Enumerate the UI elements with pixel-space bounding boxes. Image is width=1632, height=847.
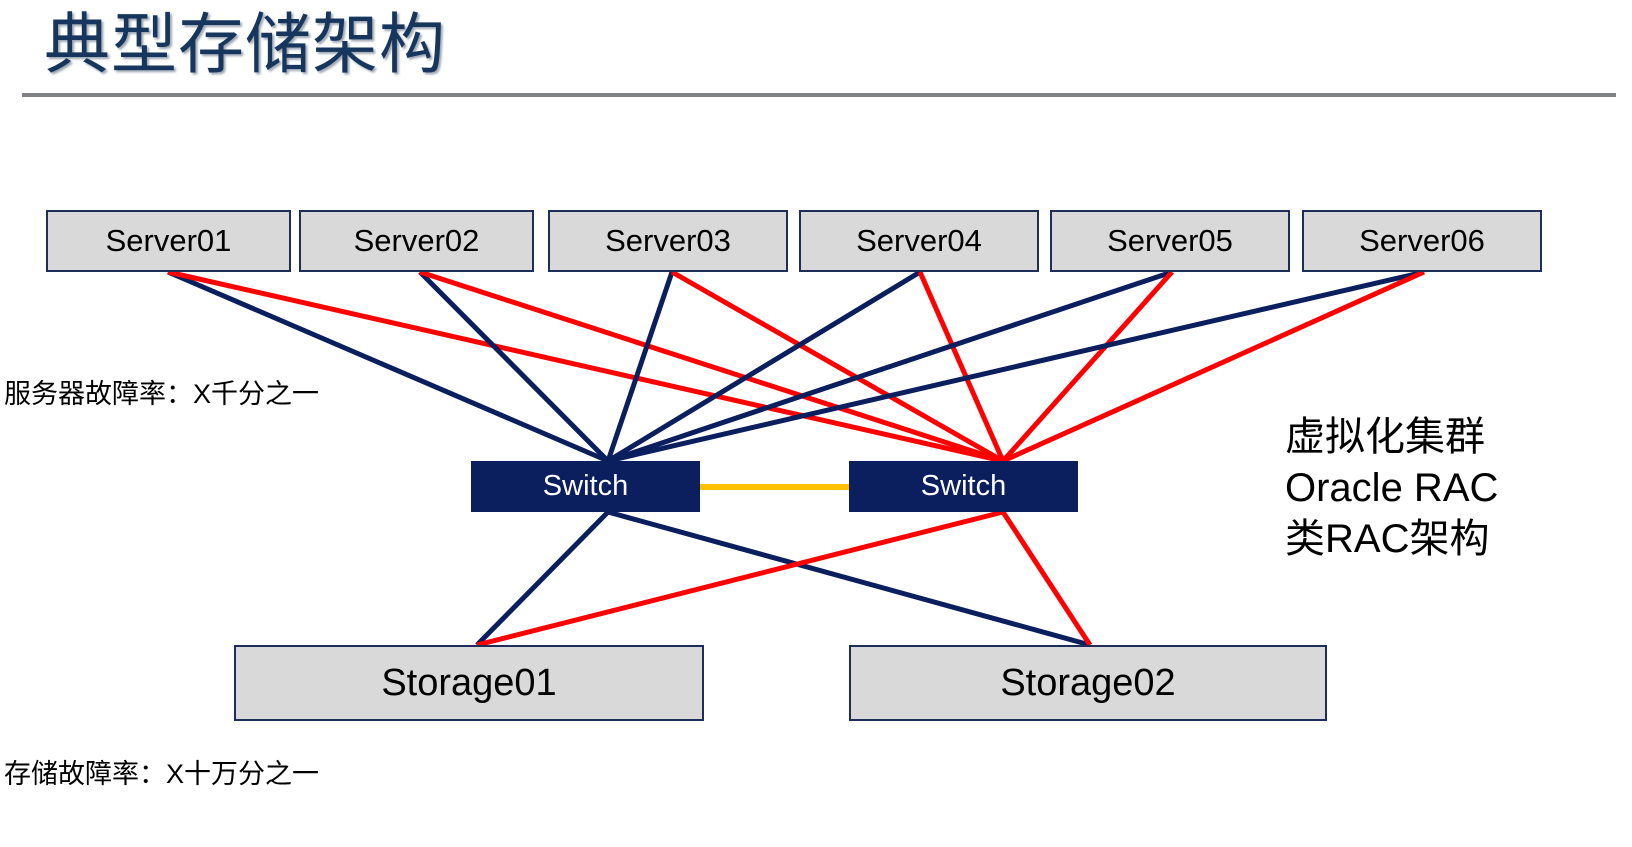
link-server5-switch2: [1001, 270, 1174, 463]
storage-node-1-label: Storage01: [381, 661, 557, 704]
storage-node-1[interactable]: Storage01: [234, 645, 704, 721]
link-switch1-storage2: [607, 509, 1091, 648]
title-divider: [22, 93, 1616, 97]
cluster-note-line-2: Oracle RAC: [1285, 466, 1499, 510]
switch-node-2[interactable]: Switch: [849, 461, 1078, 512]
server-to-switch-links: [167, 269, 1426, 464]
server-node-3-label: Server03: [605, 223, 731, 258]
link-server6-switch1: [607, 269, 1425, 464]
switch-node-1-label: Switch: [542, 470, 629, 502]
server-node-5[interactable]: Server05: [1050, 210, 1290, 272]
link-server3-switch1: [605, 271, 675, 462]
link-server3-switch2: [670, 269, 1005, 464]
link-server1-switch1: [167, 269, 609, 464]
storage-node-2-label: Storage02: [1000, 661, 1176, 704]
server-node-6[interactable]: Server06: [1302, 210, 1542, 272]
server-node-4[interactable]: Server04: [799, 210, 1039, 272]
server-node-2-label: Server02: [353, 223, 480, 258]
cluster-note-line-1: 虚拟化集群: [1285, 415, 1485, 459]
link-server4-switch2: [917, 270, 1006, 463]
link-server5-switch1: [607, 269, 1173, 464]
link-server2-switch2: [419, 269, 1004, 464]
link-server1-switch2: [167, 269, 1004, 464]
link-switch2-storage1: [476, 509, 1004, 648]
server-node-2[interactable]: Server02: [299, 210, 534, 272]
page-title: 典型存储架构: [44, 7, 446, 81]
server-node-6-label: Server06: [1359, 223, 1485, 258]
server-node-1[interactable]: Server01: [46, 210, 291, 272]
switch-node-1[interactable]: Switch: [471, 461, 700, 512]
link-server2-switch1: [418, 270, 610, 463]
cluster-note-line-3: 类RAC架构: [1285, 517, 1490, 561]
link-server4-switch1: [606, 269, 922, 464]
storage-failure-rate-note: 存储故障率：X十万分之一: [4, 759, 320, 789]
link-server6-switch2: [1001, 269, 1426, 464]
server-node-5-label: Server05: [1107, 223, 1233, 258]
storage-node-2[interactable]: Storage02: [849, 645, 1327, 721]
server-node-4-label: Server04: [856, 223, 982, 258]
link-switch2-storage2: [1000, 510, 1093, 647]
server-node-3[interactable]: Server03: [548, 210, 788, 272]
switch-node-2-label: Switch: [920, 470, 1007, 502]
switch-to-storage-links: [475, 509, 1093, 648]
link-switch1-storage1: [475, 510, 610, 647]
cluster-note: 虚拟化集群 Oracle RAC 类RAC架构: [1285, 412, 1498, 565]
server-node-1-label: Server01: [105, 223, 232, 258]
server-failure-rate-note: 服务器故障率：X千分之一: [4, 379, 320, 409]
